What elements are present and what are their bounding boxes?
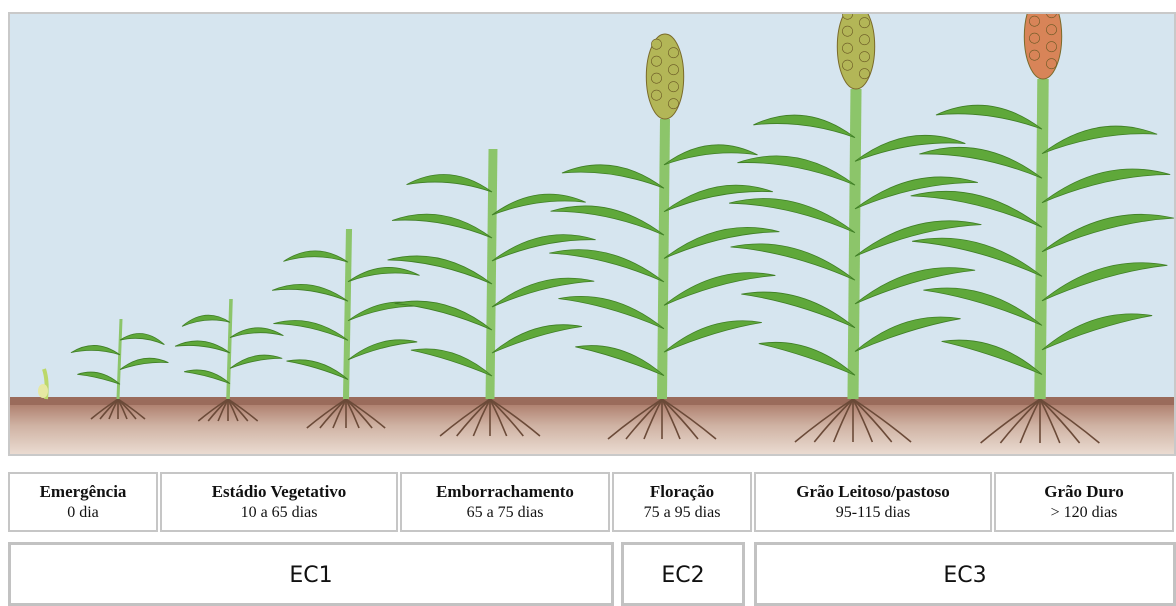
stage-days: 0 dia [67,503,99,522]
stem [1040,79,1043,399]
grain [859,18,869,28]
grain [1029,33,1039,43]
stage-grao-duro: Grão Duro > 120 dias [994,472,1174,532]
phase-row: EC1 EC2 EC3 [8,542,1176,596]
soil-surface [10,397,1174,405]
grain [651,56,661,66]
grain [842,26,852,36]
grain [668,48,678,58]
stage-name: Grão Duro [1044,482,1124,502]
grain [668,82,678,92]
stage-name: Emborrachamento [436,482,574,502]
stage-days: 95-115 dias [836,503,911,522]
stage-name: Grão Leitoso/pastoso [796,482,949,502]
stage-days: > 120 dias [1051,503,1118,522]
soil [10,397,1174,454]
grain [651,90,661,100]
grain [1029,50,1039,60]
grain [859,69,869,79]
stage-floracao: Floração 75 a 95 dias [612,472,752,532]
plant-stages-drawing [10,14,1174,454]
grain [668,99,678,109]
phase-ec3: EC3 [754,542,1176,606]
stem [853,89,856,399]
stage-name: Estádio Vegetativo [212,482,347,502]
stage-table: Emergência 0 dia Estádio Vegetativo 10 a… [8,472,1176,532]
grain [651,73,661,83]
stage-days: 75 a 95 dias [644,503,721,522]
grain [1029,16,1039,26]
phase-ec2: EC2 [621,542,745,606]
stage-vegetativo: Estádio Vegetativo 10 a 65 dias [160,472,398,532]
seed [38,384,48,398]
panicle [837,14,874,89]
stage-name: Floração [650,482,714,502]
stem [490,149,493,399]
grain [1046,42,1056,52]
stage-emborrachamento: Emborrachamento 65 a 75 dias [400,472,610,532]
stage-days: 10 a 65 dias [241,503,318,522]
sorghum-growth-illustration [8,12,1176,456]
grain [668,65,678,75]
stem [346,229,349,399]
phase-ec1: EC1 [8,542,614,606]
stage-grao-leitoso: Grão Leitoso/pastoso 95-115 dias [754,472,992,532]
grain [651,39,661,49]
grain [842,60,852,70]
grain [859,35,869,45]
stage-name: Emergência [40,482,127,502]
stem [662,119,665,399]
grain [842,43,852,53]
grain [1046,25,1056,35]
grain [859,52,869,62]
panicle [646,34,683,119]
grain [1046,59,1056,69]
stage-emergencia: Emergência 0 dia [8,472,158,532]
stage-days: 65 a 75 dias [467,503,544,522]
